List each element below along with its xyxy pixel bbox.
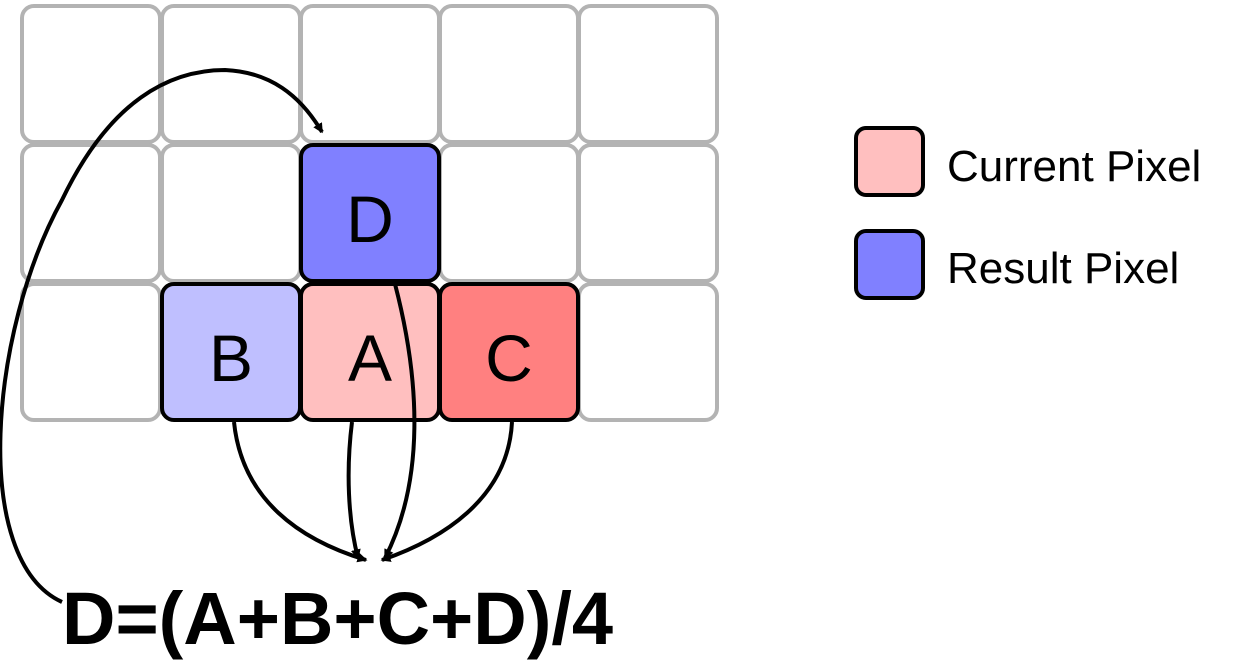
arrows	[0, 67, 514, 604]
cell-c-label: C	[485, 321, 533, 395]
grid-cell	[160, 143, 302, 283]
cell-a-label: A	[348, 321, 392, 395]
grid-cell	[160, 4, 302, 144]
formula-text: D=(A+B+C+D)/4	[62, 577, 613, 660]
legend-label-result: Result Pixel	[947, 244, 1179, 293]
grid-cell	[438, 4, 580, 144]
legend-item-current: Current Pixel	[854, 126, 1201, 197]
grid-cell	[20, 4, 162, 144]
cell-d: D	[299, 143, 441, 283]
grid-cell	[577, 4, 719, 144]
arrow-c-to-formula	[380, 421, 514, 562]
cell-b: B	[160, 282, 302, 422]
arrow-formula-to-d	[0, 67, 324, 604]
legend-swatch-result	[854, 229, 925, 300]
legend-item-result: Result Pixel	[854, 229, 1179, 300]
cell-a: A	[299, 282, 441, 422]
grid-cell	[577, 143, 719, 283]
grid-cell	[20, 143, 162, 283]
legend-swatch-current	[854, 126, 925, 197]
legend-label-current: Current Pixel	[947, 142, 1201, 191]
cell-d-label: D	[346, 182, 394, 256]
arrow-a-to-formula	[346, 421, 361, 560]
cell-c: C	[438, 282, 580, 422]
grid-cell	[20, 282, 162, 422]
grid-cell	[577, 282, 719, 422]
grid-cell	[299, 4, 441, 144]
cell-b-label: B	[209, 321, 253, 395]
grid-cell	[438, 143, 580, 283]
arrow-b-to-formula	[232, 421, 368, 563]
legend: Current Pixel Result Pixel	[854, 126, 1201, 300]
result-pixel-cell	[299, 143, 441, 283]
neighbor-c-cell	[438, 282, 580, 422]
arrow-d-to-formula	[383, 283, 417, 560]
